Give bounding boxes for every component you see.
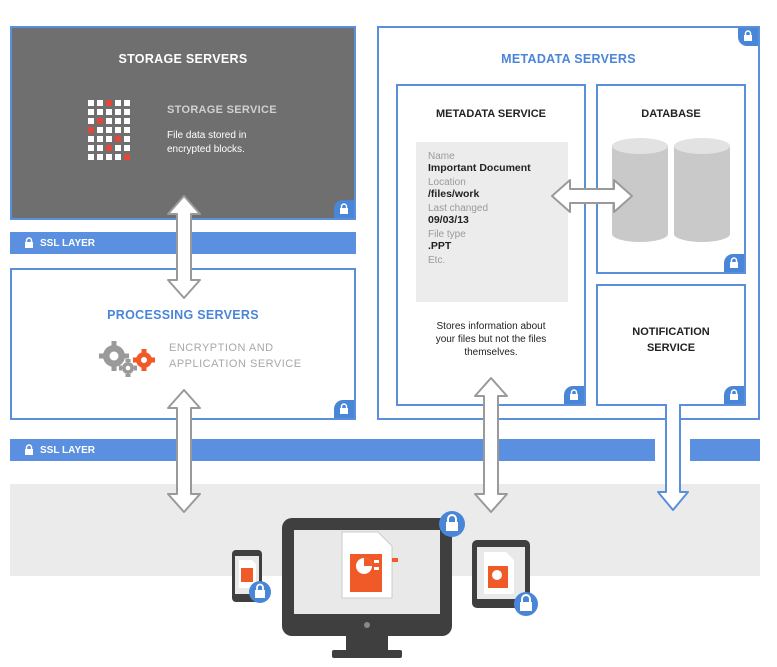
storage-servers-title: STORAGE SERVERS	[118, 52, 248, 66]
lock-icon	[25, 237, 33, 248]
storage-block	[124, 145, 130, 151]
metadata-service-box: METADATA SERVICE Name Important Document…	[396, 84, 586, 406]
field-etc: Etc.	[428, 255, 446, 266]
metadata-desc: Stores information about your files but …	[398, 320, 584, 359]
storage-block	[106, 145, 112, 151]
field-type-label: File type	[428, 229, 466, 240]
lock-icon	[724, 254, 744, 272]
storage-block	[115, 100, 121, 106]
lock-icon	[744, 30, 752, 41]
notification-title-2: SERVICE	[646, 342, 696, 354]
storage-block	[115, 145, 121, 151]
storage-block	[97, 100, 103, 106]
field-name-value: Important Document	[428, 162, 531, 174]
storage-block	[115, 118, 121, 124]
lock-icon	[249, 581, 271, 603]
storage-servers-box: STORAGE SERVERS STORAGE SERVICE File dat…	[10, 26, 356, 220]
storage-block	[115, 136, 121, 142]
storage-block	[97, 127, 103, 133]
storage-block	[115, 109, 121, 115]
storage-block	[106, 118, 112, 124]
lock-icon	[25, 444, 33, 455]
database-cylinders-icon	[612, 138, 730, 242]
storage-block	[88, 100, 94, 106]
storage-block	[124, 127, 130, 133]
processing-servers-title: PROCESSING SERVERS	[107, 308, 259, 322]
storage-service-title: STORAGE SERVICE	[167, 104, 277, 116]
storage-block	[124, 118, 130, 124]
storage-block	[97, 145, 103, 151]
storage-block	[97, 118, 103, 124]
storage-block	[115, 154, 121, 160]
storage-block	[115, 127, 121, 133]
notification-title-1: NOTIFICATION	[632, 326, 710, 338]
metadata-servers-title: METADATA SERVERS	[501, 52, 636, 66]
lock-icon	[564, 386, 584, 404]
monitor-icon	[282, 518, 452, 658]
storage-block	[124, 136, 130, 142]
lock-icon	[334, 400, 354, 418]
field-changed-value: 09/03/13	[428, 214, 469, 226]
storage-block	[106, 154, 112, 160]
ssl-layer-label: SSL LAYER	[40, 237, 96, 249]
storage-block	[124, 109, 130, 115]
metadata-desc-2: your files but not the files	[435, 334, 547, 345]
arrow-metadata-database	[551, 179, 633, 213]
storage-block	[88, 118, 94, 124]
gears-icon	[99, 341, 155, 377]
field-type-value: .PPT	[428, 240, 452, 252]
storage-blocks-icon	[88, 100, 130, 160]
storage-block	[88, 136, 94, 142]
lock-icon	[334, 200, 354, 218]
lock-corner-top	[738, 28, 758, 46]
ssl-layer-label: SSL LAYER	[40, 444, 96, 456]
storage-block	[88, 109, 94, 115]
storage-service-desc-2: encrypted blocks.	[167, 144, 245, 155]
arrow-storage-processing	[167, 195, 201, 299]
metadata-service-title: METADATA SERVICE	[435, 108, 546, 120]
storage-service-desc-1: File data stored in	[167, 130, 247, 141]
database-box: DATABASE	[596, 84, 746, 274]
storage-block	[88, 127, 94, 133]
storage-block	[97, 154, 103, 160]
metadata-desc-1: Stores information about	[436, 321, 546, 332]
arrow-notification-client	[657, 404, 689, 511]
storage-block	[124, 154, 130, 160]
lock-icon	[724, 386, 744, 404]
tablet-icon	[472, 540, 530, 608]
storage-block	[106, 109, 112, 115]
field-name-label: Name	[428, 151, 455, 162]
storage-block	[97, 109, 103, 115]
lock-icon	[514, 592, 538, 616]
metadata-desc-3: themselves.	[464, 347, 518, 358]
database-title: DATABASE	[641, 108, 701, 120]
field-location-label: Location	[428, 177, 466, 188]
storage-block	[106, 136, 112, 142]
ssl-layer-bottom-right	[690, 439, 760, 461]
storage-block	[88, 154, 94, 160]
storage-block	[106, 127, 112, 133]
storage-block	[106, 100, 112, 106]
processing-service-line-1: ENCRYPTION AND	[169, 342, 274, 354]
storage-block	[97, 136, 103, 142]
field-location-value: /files/work	[428, 188, 480, 200]
lock-icon	[439, 511, 465, 537]
metadata-fields-panel: Name Important Document Location /files/…	[416, 142, 568, 302]
storage-block	[124, 100, 130, 106]
field-changed-label: Last changed	[428, 203, 489, 214]
storage-block	[88, 145, 94, 151]
processing-service-line-2: APPLICATION SERVICE	[169, 358, 302, 370]
